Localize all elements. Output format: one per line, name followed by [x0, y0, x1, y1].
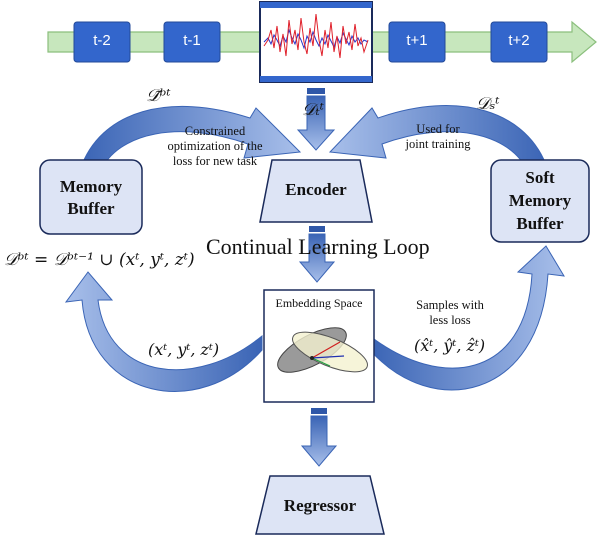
tuple-left-label: (xᵗ, yᵗ, zᵗ) — [148, 340, 220, 359]
input-arrow — [296, 88, 336, 151]
memory-buffer-label: Memory Buffer — [40, 176, 142, 220]
memory-to-encoder-arrow — [79, 106, 302, 173]
timeline-label-t+2: t+2 — [508, 32, 530, 49]
d-s-label: 𝒟ₛᵗ — [476, 94, 500, 114]
d-t-label: 𝒟ₜᵗ — [302, 100, 324, 120]
regressor-label: Regressor — [283, 496, 357, 515]
tuple-right-label: (x̂ᵗ, ŷᵗ, ẑᵗ) — [414, 336, 486, 355]
constrained-line-3: loss for new task — [172, 154, 258, 168]
soft-memory-buffer-node — [490, 159, 590, 243]
soft-buffer-line-3: Buffer — [516, 214, 564, 233]
signal-red-line — [263, 13, 369, 59]
timeline-label-t+1: t+1 — [406, 32, 428, 49]
soft-buffer-to-encoder-arrow — [328, 105, 549, 173]
samples-annotation: Samples with less loss — [400, 298, 500, 328]
continual-learning-loop-label: Continual Learning Loop — [206, 234, 430, 259]
embedding-space-node — [263, 289, 375, 403]
current-signal-window — [259, 1, 373, 83]
constrained-line-2: optimization of the — [167, 139, 263, 153]
embedding-space-label: Embedding Space — [275, 296, 363, 310]
timeline-label-t-1: t-1 — [183, 32, 201, 49]
samples-line-1: Samples with — [416, 298, 484, 312]
update-rule-label: 𝒟ᵇᵗ = 𝒟ᵇᵗ⁻¹ ∪ (xᵗ, yᵗ, zᵗ) — [4, 250, 195, 270]
timeline-box-t+2 — [490, 21, 548, 63]
timeline-box-t+1 — [388, 21, 446, 63]
encoder-to-embedding-arrow — [298, 226, 336, 283]
regressor-node — [255, 475, 385, 535]
embedding-to-memory-arrow — [64, 271, 263, 392]
timeline-box-t-2 — [73, 21, 131, 63]
embedding-ellipse-light — [292, 331, 368, 373]
soft-buffer-line-2: Memory — [508, 191, 572, 210]
soft-memory-buffer-label: Soft Memory Buffer — [491, 166, 589, 235]
memory-buffer-line-2: Buffer — [67, 199, 115, 218]
timeline-box-t-1 — [163, 21, 221, 63]
used-for-line-2: joint training — [405, 137, 471, 151]
timeline-label-t-2: t-2 — [93, 32, 111, 49]
used-for-annotation: Used for joint training — [388, 122, 488, 152]
memory-buffer-line-1: Memory — [59, 177, 123, 196]
d-b-tilde-label: 𝒟̃ᵇᵗ — [146, 86, 171, 106]
embedding-to-regressor-arrow — [300, 408, 338, 467]
soft-buffer-line-1: Soft — [525, 168, 555, 187]
used-for-line-1: Used for — [416, 122, 460, 136]
constrained-annotation: Constrained optimization of the loss for… — [150, 124, 280, 169]
embedding-to-soft-buffer-arrow — [369, 245, 565, 391]
samples-line-2: less loss — [429, 313, 471, 327]
encoder-node — [259, 159, 373, 223]
memory-buffer-node — [39, 159, 143, 235]
constrained-line-1: Constrained — [184, 124, 246, 138]
encoder-label: Encoder — [285, 180, 347, 199]
